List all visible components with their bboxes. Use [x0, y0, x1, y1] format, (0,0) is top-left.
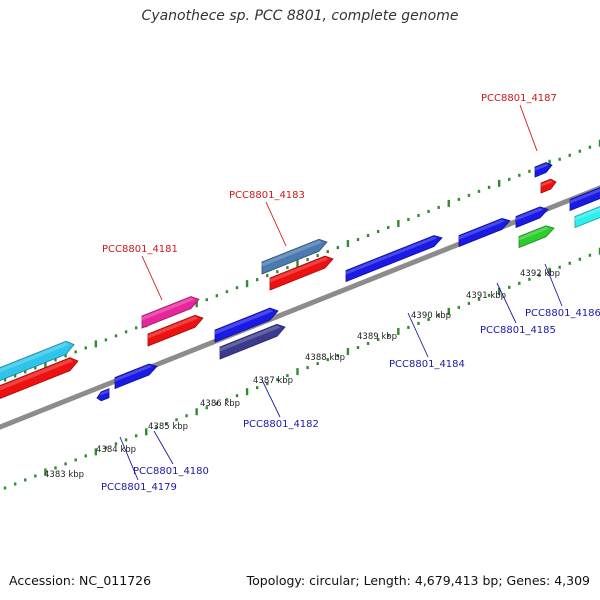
kbp-label: 4383 kbp [44, 470, 84, 480]
genome-summary-text: Topology: circular; Length: 4,679,413 bp… [246, 573, 590, 588]
gene-green-4186 [518, 225, 555, 249]
kbp-labels: 4383 kbp 4384 kbp 4385 kbp 4386 kbp 4387 kbp… [44, 269, 560, 480]
kbp-label: 4392 kbp [520, 269, 560, 279]
gene-navy-4182 [219, 323, 286, 360]
gene-highlight [516, 207, 544, 221]
leader-line [265, 201, 287, 247]
gene-highlight [148, 316, 199, 339]
gene-arrow [214, 307, 279, 343]
gene-highlight [575, 207, 600, 221]
gene-arrow [534, 162, 553, 178]
gene-arrow [0, 357, 79, 399]
gene-blue-4187 [534, 162, 553, 178]
gene-label-bottom: PCC8801_4179 [101, 482, 177, 493]
kbp-label: 4388 kbp [305, 353, 345, 363]
gene-arrow [114, 363, 158, 390]
gene-highlight [115, 365, 153, 382]
gene-highlight [346, 236, 438, 275]
kbp-label: 4391 kbp [466, 291, 506, 301]
gene-arrow [569, 187, 600, 212]
leader-line [519, 104, 538, 152]
gene-red-left [0, 357, 79, 399]
kbp-label: 4384 kbp [96, 445, 136, 455]
gene-arrow [458, 217, 511, 248]
gene-highlight [220, 325, 281, 352]
gene-highlight [519, 226, 550, 241]
gene-highlight [541, 180, 553, 187]
leader-line [496, 282, 517, 324]
gene-highlight [270, 257, 329, 283]
gene-label-top: PCC8801_4181 [102, 244, 178, 255]
gene-highlight [535, 163, 549, 171]
leader-line [407, 312, 429, 358]
gene-label-top: PCC8801_4187 [481, 93, 557, 104]
gene-arrow [0, 340, 75, 381]
gene-blue-4184 [345, 235, 443, 283]
gene-highlight [0, 342, 70, 373]
kbp-label: 4390 kbp [411, 311, 451, 321]
gene-blue-4185 [458, 217, 511, 248]
gene-label-top: PCC8801_4183 [229, 190, 305, 201]
gene-red-4183 [269, 255, 334, 291]
gene-blue-small-a [96, 388, 110, 402]
gene-label-bottom: PCC8801_4182 [243, 419, 319, 430]
kbp-label: 4389 kbp [357, 332, 397, 342]
gene-red-4187 [540, 178, 557, 194]
gene-red-4181 [147, 314, 204, 347]
gene-highlight [262, 240, 323, 267]
kbp-label: 4385 kbp [148, 422, 188, 432]
gene-highlight [215, 309, 274, 335]
gene-highlight [99, 389, 109, 396]
tick-row-top [3, 139, 600, 382]
gene-arrow [261, 238, 328, 275]
gene-labels: PCC8801_4181 PCC8801_4183 PCC8801_4187PCC8… [101, 93, 600, 493]
accession-text: Accession: NC_011726 [9, 573, 152, 588]
gene-pink-4181 [141, 296, 200, 329]
gene-highlight [0, 358, 74, 391]
leader-line [544, 263, 563, 307]
gene-blue-4186a [515, 206, 549, 229]
gene-arrow [518, 225, 555, 249]
gene-arrow [141, 296, 200, 329]
kbp-label: 4386 kbp [200, 399, 240, 409]
gene-arrow [269, 255, 334, 291]
gene-arrow [147, 314, 204, 347]
gene-blue-right [569, 187, 600, 212]
gene-steel-4183 [261, 238, 328, 275]
gene-highlight [142, 297, 195, 321]
gene-cyan-left [0, 340, 75, 381]
leader-line [141, 255, 163, 301]
genome-backbone [0, 185, 600, 430]
leader-line [153, 430, 174, 465]
gene-arrow [219, 323, 286, 360]
gene-blue-small-b [114, 363, 158, 390]
gene-label-bottom: PCC8801_4180 [133, 466, 209, 477]
gene-features [0, 162, 600, 402]
gene-highlight [459, 219, 506, 240]
title: Cyanothece sp. PCC 8801, complete genome [141, 8, 459, 24]
leader-line [119, 436, 139, 481]
gene-arrow [345, 235, 443, 283]
gene-cyan-right [574, 206, 600, 229]
kbp-label: 4387 kbp [253, 376, 293, 386]
gene-label-bottom: PCC8801_4184 [389, 359, 465, 370]
tick-rows [3, 139, 600, 490]
gene-blue-4182 [214, 307, 279, 343]
gene-label-bottom: PCC8801_4185 [480, 325, 556, 336]
tick-row-bottom [3, 247, 600, 490]
gene-arrow [515, 206, 549, 229]
leader-line [261, 379, 281, 418]
gene-highlight [570, 188, 600, 204]
gene-label-bottom: PCC8801_4186 [525, 308, 600, 319]
